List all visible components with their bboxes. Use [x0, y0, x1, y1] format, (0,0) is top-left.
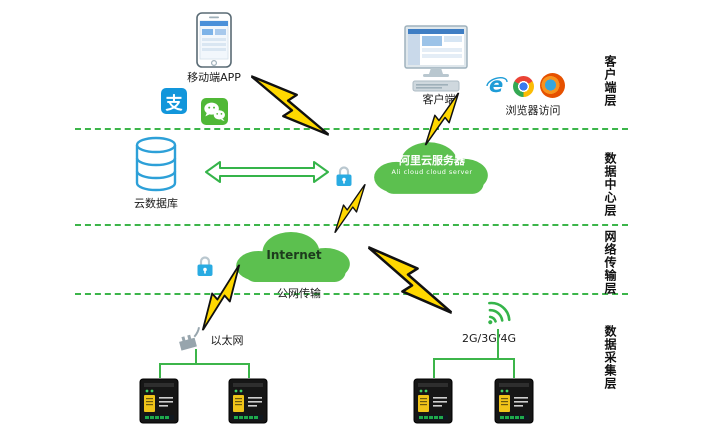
device-controller-2 — [228, 378, 268, 424]
cellular-drop-line-2 — [513, 358, 515, 378]
sync-double-arrow — [203, 158, 331, 186]
layer-divider-3 — [75, 293, 628, 295]
firefox-browser-icon — [540, 73, 565, 98]
ali-cloud-subtitle: Ali cloud cloud server — [391, 168, 473, 176]
ie-browser-icon: e — [485, 73, 509, 97]
cellular-bus-line — [433, 358, 515, 360]
svg-text:e: e — [489, 73, 503, 97]
ethernet-stem-line — [195, 349, 197, 363]
browser-access-label: 浏览器访问 — [505, 104, 561, 117]
cellular-stem-line — [497, 329, 499, 358]
alipay-glyph: 支 — [165, 93, 183, 114]
device-controller-4 — [494, 378, 534, 424]
bolt-cloud-to-internet — [331, 180, 368, 237]
desktop-computer-icon — [403, 24, 475, 94]
bolt-internet-to-cellular — [356, 241, 464, 319]
smartphone-icon — [196, 12, 232, 68]
ethernet-bus-line — [159, 363, 250, 365]
ethernet-label: 以太网 — [210, 334, 244, 347]
bolt-mobile-to-cloud — [241, 70, 339, 140]
layer-divider-1 — [75, 128, 628, 130]
internet-title: Internet — [266, 248, 322, 262]
device-controller-1 — [139, 378, 179, 424]
alipay-icon: 支 — [161, 88, 187, 114]
ethernet-drop-line-1 — [159, 363, 161, 378]
bolt-client-to-cloud — [422, 89, 463, 149]
layer-label-acquisition: 数据采集层 — [603, 325, 617, 390]
wechat-icon — [201, 98, 228, 125]
mobile-app-label: 移动端APP — [187, 71, 241, 84]
cellular-drop-line-1 — [433, 358, 435, 378]
cellular-label: 2G/3G/4G — [462, 332, 516, 345]
ali-cloud-title: 阿里云服务器 — [399, 154, 465, 167]
ethernet-drop-line-2 — [248, 363, 250, 378]
device-controller-3 — [413, 378, 453, 424]
layer-label-network: 网络传输层 — [603, 230, 617, 295]
layer-label-client: 客户端层 — [603, 55, 617, 107]
public-network-label: 公网传输 — [277, 287, 321, 300]
ali-cloud-server: 阿里云服务器 Ali cloud cloud server — [366, 134, 498, 198]
chrome-browser-icon — [513, 76, 534, 97]
layer-divider-2 — [75, 224, 628, 226]
internet-cloud: Internet — [228, 224, 360, 286]
layer-label-data-center: 数据中心层 — [603, 152, 617, 217]
ethernet-connector-icon — [173, 325, 206, 355]
cloud-database-icon — [133, 135, 179, 193]
wifi-signal-icon — [475, 290, 520, 335]
cloud-db-label: 云数据库 — [134, 197, 178, 210]
client-label: 客户端 — [422, 93, 456, 106]
bolt-internet-to-ethernet — [198, 262, 244, 333]
